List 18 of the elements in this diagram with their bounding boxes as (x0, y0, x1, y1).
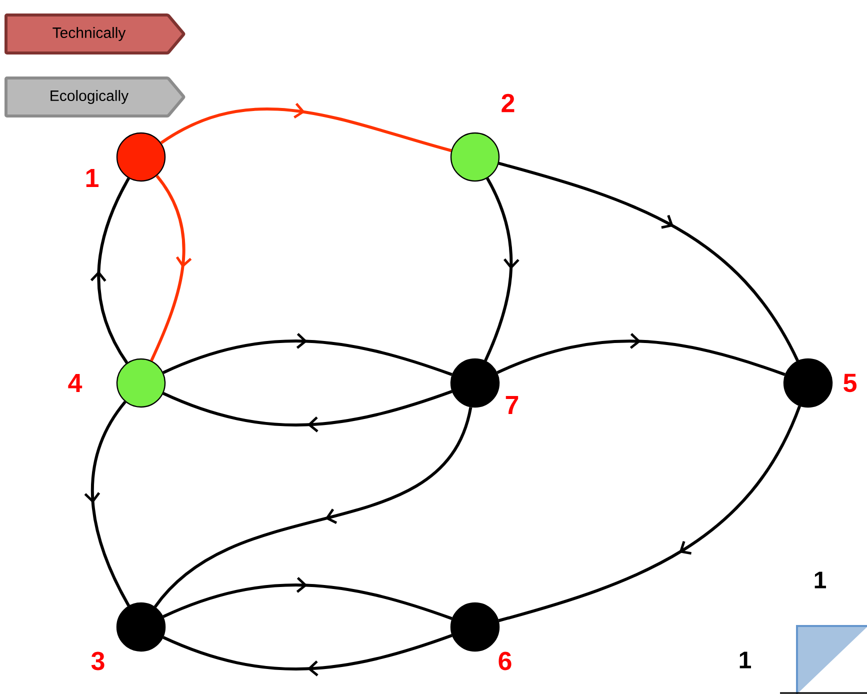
node-circle (450, 132, 500, 182)
node-number: 5 (844, 374, 857, 392)
node-number: 7 (506, 396, 518, 414)
node-number: 2 (502, 94, 514, 112)
node-number: 1 (86, 169, 98, 187)
node-circle (450, 358, 500, 408)
node-number: 3 (91, 652, 104, 670)
node-circle (783, 358, 833, 408)
number-label: 1 (740, 652, 751, 668)
legend-tag: Ecologically (4, 76, 186, 118)
number-label: 1 (814, 572, 826, 588)
node-circle (116, 358, 166, 408)
node-circle (116, 132, 166, 182)
node-number: 4 (68, 374, 82, 392)
node-circle (450, 602, 500, 652)
node-number: 6 (498, 652, 512, 670)
node-circle (116, 602, 166, 652)
legend-tag: Technically (4, 14, 186, 54)
